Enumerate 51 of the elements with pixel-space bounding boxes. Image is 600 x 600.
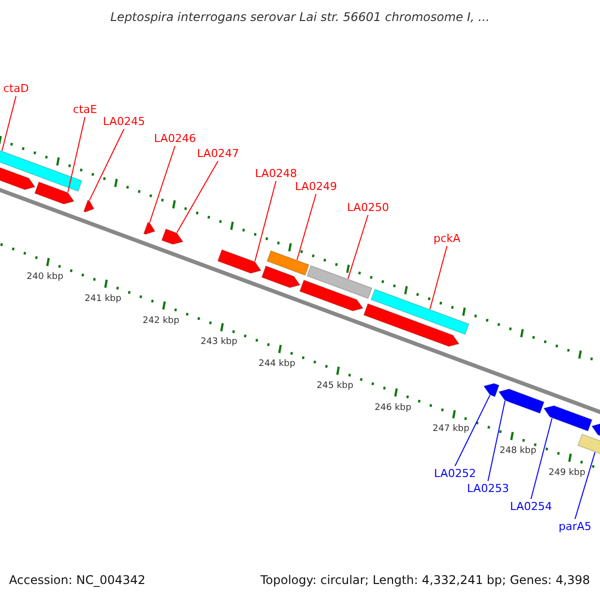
- scale-label: 243 kbp: [200, 337, 238, 348]
- gene-label: parA5: [558, 520, 592, 533]
- leader-line: [2, 96, 16, 152]
- scale-label: 241 kbp: [84, 294, 122, 305]
- genome-summary-text: Topology: circular; Length: 4,332,241 bp; Genes: 4,398: [260, 573, 590, 587]
- scale-label: 245 kbp: [316, 380, 354, 392]
- gene-label: ctaE: [72, 103, 98, 116]
- gene-bar: [266, 250, 310, 276]
- gene-feature: [217, 249, 262, 274]
- gene-label: LA0245: [103, 115, 145, 128]
- leader-line: [488, 400, 506, 482]
- gene-label: LA0248: [255, 167, 297, 180]
- scale-label: 247 kbp: [432, 424, 470, 436]
- scale-label: 240 kbp: [26, 272, 64, 283]
- gene-label: LA0249: [295, 180, 337, 193]
- map-title: Leptospira interrogans serovar Lai str. 56601 chromosome I, ...: [109, 10, 491, 24]
- scale-label: 248 kbp: [500, 446, 536, 457]
- gene-label: pckA: [434, 232, 460, 245]
- leader-line: [530, 418, 552, 500]
- gene-label: LA0250: [347, 201, 389, 214]
- gene-label: LA0253: [467, 482, 509, 495]
- gene-label: LA0246: [154, 132, 196, 145]
- leader-line: [348, 214, 368, 280]
- leader-line: [67, 116, 86, 193]
- gene-label: LA0254: [510, 500, 552, 513]
- gene-bar: [370, 288, 470, 336]
- gene-feature: [498, 388, 545, 414]
- gene-label: LA0247: [197, 147, 239, 160]
- scale-label: 244 kbp: [258, 359, 296, 370]
- gene-feature: [483, 382, 500, 398]
- gene-feature: [161, 228, 184, 245]
- gene-feature: [543, 405, 593, 432]
- accession-text: Accession: NC_004342: [9, 573, 146, 587]
- leader-line: [176, 160, 218, 234]
- gene-feature: [299, 279, 364, 312]
- gene-bar: [306, 264, 373, 300]
- scale-label: 242 kbp: [142, 316, 180, 326]
- leader-line: [89, 128, 124, 201]
- gene-feature: [34, 181, 75, 205]
- leader-line: [296, 194, 316, 260]
- gene-feature: [363, 303, 460, 347]
- gene-feature: [83, 199, 95, 213]
- scale-label: 246 kbp: [374, 402, 412, 414]
- scale-label: 249 kbp: [548, 468, 586, 479]
- gene-label: ctaD: [3, 82, 29, 95]
- gene-feature: [143, 222, 156, 235]
- leader-line: [149, 146, 176, 223]
- leader-line: [254, 180, 276, 262]
- gene-label: LA0252: [434, 467, 476, 480]
- leader-line: [454, 394, 490, 466]
- gene-feature: [261, 265, 301, 288]
